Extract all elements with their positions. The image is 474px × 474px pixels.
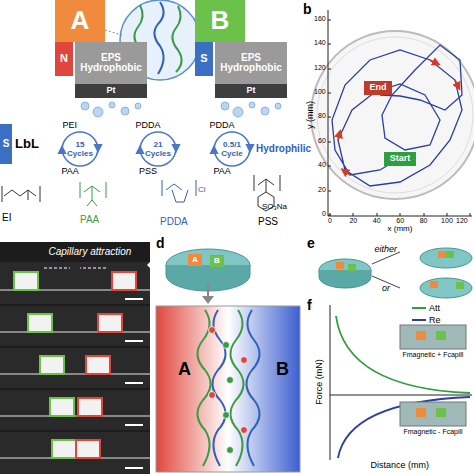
node-text: S	[3, 139, 10, 150]
counter-ion: Cl	[198, 186, 206, 195]
node-text: EPS Hydrophobic	[75, 53, 147, 74]
eps-layer: EPS Hydrophobic	[75, 42, 147, 84]
block-side-n: N	[55, 42, 73, 76]
frame-caption: Capillary attraction	[49, 246, 132, 257]
branch-label: either	[375, 245, 398, 255]
node-text: B	[214, 257, 220, 265]
panel-letter: b	[303, 2, 312, 17]
axis-title: Distance (mm)	[371, 461, 430, 471]
region-label: A	[178, 360, 191, 380]
surface-label: Hydrophilic	[256, 143, 311, 154]
legend-line	[412, 307, 426, 309]
structure-name: PDDA	[160, 216, 188, 227]
legend-entry: Att	[412, 303, 440, 313]
node-text: End	[370, 83, 387, 92]
region-label: B	[276, 360, 289, 380]
eps-layer: EPS Hydrophobic	[215, 42, 287, 84]
mini-block-a: A	[188, 254, 202, 266]
tick-label: 0	[328, 217, 332, 225]
lbl-block: S	[0, 124, 12, 164]
node-text: N	[60, 53, 68, 65]
node-text: S	[200, 53, 207, 65]
cycle-count: 15 Cycles	[63, 141, 97, 159]
legend-text: Att	[429, 303, 440, 313]
block-side-s: S	[195, 42, 213, 76]
polymer-name: PSS	[139, 167, 157, 177]
cycle-count: 0.5/1 Cycle	[215, 141, 249, 159]
tick-label: 20	[349, 217, 357, 225]
branch-label: or	[382, 284, 390, 294]
structure-name: PAA	[80, 214, 99, 225]
tick-label: 60	[396, 217, 404, 225]
structure-name: EI	[2, 212, 11, 223]
tick-label: 100	[314, 88, 326, 96]
tick-label: 120	[456, 217, 468, 225]
polymer-name: PDDA	[210, 121, 235, 131]
force-formula: Fmagnetic - Fcapill	[404, 428, 463, 436]
tick-label: 80	[318, 112, 326, 120]
cycle-count: 21 Cycles	[141, 141, 175, 159]
tick-label: 40	[373, 217, 381, 225]
node-text: A	[71, 7, 90, 34]
axis-title: y (mm)	[306, 101, 316, 129]
panel-letter: f	[307, 298, 312, 313]
panel-letter: e	[307, 236, 315, 251]
polymer-name: PAA	[214, 167, 231, 177]
axis-title: Force (mN)	[315, 359, 325, 405]
sulfonate-group: SO₃Na	[262, 203, 287, 212]
node-text: Pt	[107, 86, 116, 95]
tick-label: 0	[322, 210, 326, 218]
pt-layer: Pt	[75, 84, 147, 98]
force-formula: Fmagnetic + Fcapill	[403, 351, 464, 359]
structure-name: PSS	[258, 216, 278, 227]
panel-letter: d	[156, 236, 165, 251]
tick-label: 80	[420, 217, 428, 225]
node-text: A	[192, 256, 198, 264]
polymer-name: PEI	[63, 121, 78, 131]
legend-entry: Re	[412, 315, 441, 325]
tick-label: 100	[441, 217, 453, 225]
tick-label: 160	[314, 15, 326, 23]
tick-label: 140	[314, 39, 326, 47]
mini-block-b: B	[210, 255, 224, 267]
end-marker: End	[364, 81, 392, 95]
start-marker: Start	[384, 152, 416, 166]
method-label: LbL	[15, 137, 39, 151]
tick-label: 120	[314, 64, 326, 72]
axis-title: x (mm)	[388, 225, 413, 234]
node-text: B	[211, 7, 230, 34]
legend-text: Re	[429, 315, 441, 325]
tick-label: 20	[318, 186, 326, 194]
legend-line	[412, 319, 426, 321]
node-text: Pt	[247, 86, 256, 95]
polymer-name: PDDA	[136, 121, 161, 131]
pt-layer: Pt	[215, 84, 287, 98]
block-top-b: B	[195, 0, 245, 42]
node-text: Start	[390, 154, 411, 163]
node-text: EPS Hydrophobic	[215, 53, 287, 74]
block-top-a: A	[55, 0, 105, 42]
polymer-name: PAA	[62, 167, 79, 177]
tick-label: 40	[318, 161, 326, 169]
tick-label: 60	[318, 137, 326, 145]
